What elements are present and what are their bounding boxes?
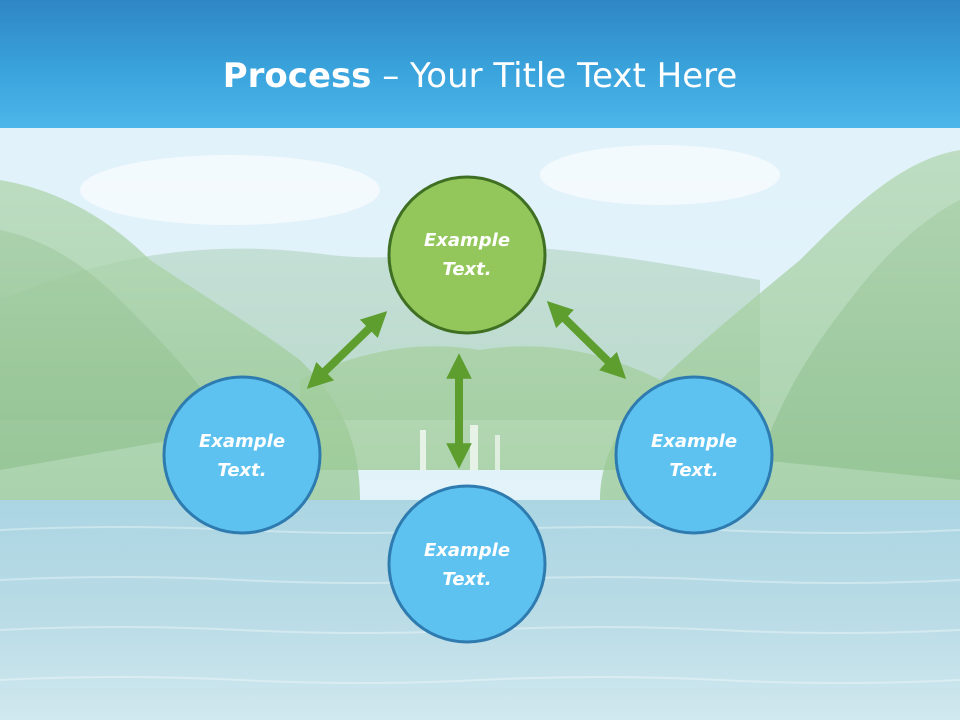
arrow-top-left <box>306 311 388 389</box>
arrow-top-right <box>546 301 627 379</box>
node-top-line1: Example <box>424 230 510 251</box>
node-left-circle <box>162 375 322 535</box>
title-bold: Process <box>222 56 372 96</box>
node-right-line2: Text. <box>669 460 718 481</box>
node-right-circle <box>614 375 774 535</box>
node-bottom: Example Text. <box>387 484 547 644</box>
node-right-line1: Example <box>651 431 737 452</box>
node-top-line2: Text. <box>442 259 491 280</box>
node-right: Example Text. <box>614 375 774 535</box>
node-left: Example Text. <box>162 375 322 535</box>
node-bottom-line1: Example <box>424 540 510 561</box>
title-rest: – Your Title Text Here <box>371 56 738 96</box>
node-top-circle <box>387 175 547 335</box>
node-bottom-line2: Text. <box>442 569 491 590</box>
node-bottom-circle <box>387 484 547 644</box>
node-left-line1: Example <box>199 431 285 452</box>
node-top: Example Text. <box>387 175 547 335</box>
node-left-line2: Text. <box>217 460 266 481</box>
slide-title: Process – Your Title Text Here <box>0 54 960 98</box>
title-bar <box>0 0 960 128</box>
